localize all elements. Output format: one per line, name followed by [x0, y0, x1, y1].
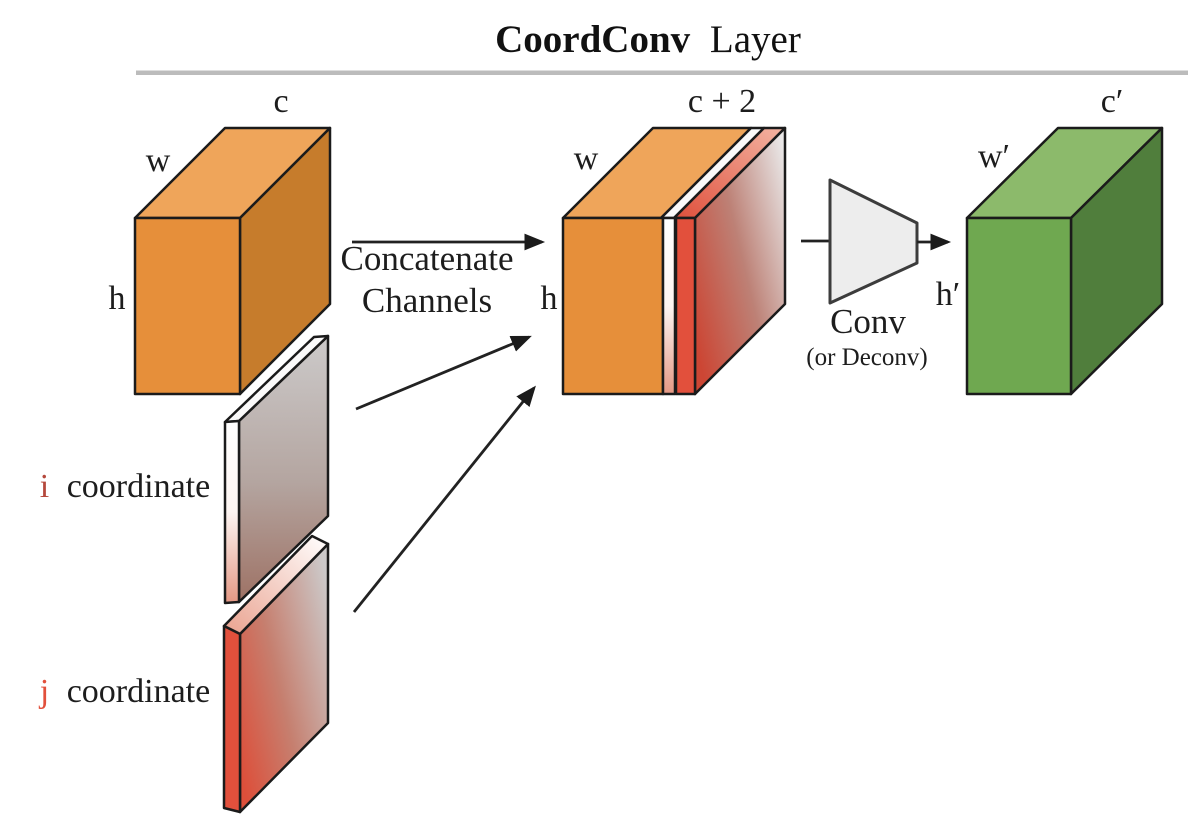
- input-tensor: c w h: [109, 83, 332, 396]
- diagram-title: CoordConv Layer: [495, 18, 801, 61]
- concat-tensor-j-channel: [674, 216, 697, 396]
- concat-tensor-i-channel: [661, 216, 677, 396]
- output-channels-label: c′: [1101, 83, 1124, 120]
- output-width-label: w′: [978, 138, 1010, 175]
- concatenate-label-line1: Concatenate: [341, 239, 514, 278]
- concatenate-arrows: Concatenate Channels: [341, 233, 546, 613]
- conv-operation: Conv (or Deconv): [801, 178, 952, 371]
- concat-arrow-i: [355, 335, 532, 411]
- input-tensor-front-face: [133, 216, 242, 396]
- concat-arrow-j: [352, 385, 536, 613]
- concat-tensor: c + 2 w h: [541, 83, 787, 396]
- conv-label: Conv: [830, 302, 906, 341]
- conv-sublabel: (or Deconv): [806, 344, 927, 371]
- output-height-label: h′: [936, 276, 960, 313]
- j-coordinate-word: coordinate: [67, 673, 211, 710]
- conv-trapezoid: [828, 178, 919, 305]
- i-coordinate-slab: i coordinate: [40, 334, 330, 605]
- j-coordinate-label: j coordinate: [39, 673, 210, 710]
- diagram-title-rest: Layer: [710, 18, 801, 61]
- input-width-label: w: [146, 142, 171, 179]
- i-slab-front-edge: [223, 419, 241, 605]
- j-slab-front-edge: [222, 624, 242, 814]
- j-coordinate-letter: j: [39, 673, 49, 710]
- title-divider: [136, 70, 1188, 75]
- concat-tensor-front-face: [561, 216, 665, 396]
- concat-width-label: w: [574, 140, 599, 177]
- output-tensor: c′ w′ h′: [936, 83, 1164, 396]
- output-tensor-front-face: [965, 216, 1073, 396]
- diagram-title-bold: CoordConv: [495, 18, 691, 61]
- i-coordinate-label: i coordinate: [40, 468, 210, 505]
- i-coordinate-letter: i: [40, 468, 49, 505]
- concat-height-label: h: [541, 280, 558, 317]
- concat-channels-label: c + 2: [688, 83, 756, 120]
- input-channels-label: c: [273, 83, 288, 120]
- concatenate-label-line2: Channels: [362, 281, 492, 320]
- i-coordinate-word: coordinate: [67, 468, 211, 505]
- j-coordinate-slab: j coordinate: [39, 534, 330, 814]
- input-height-label: h: [109, 280, 126, 317]
